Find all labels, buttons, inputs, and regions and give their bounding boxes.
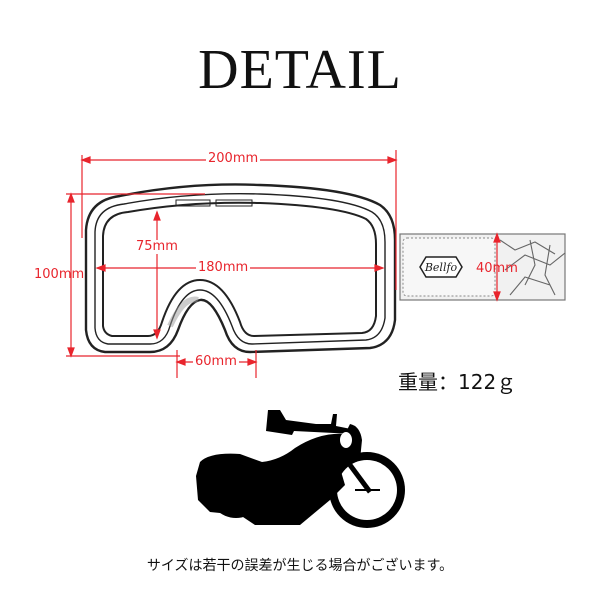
dim-nose-width: 60mm [193, 354, 239, 369]
dim-total-height: 100mm [34, 267, 85, 282]
dim-total-width: 200mm [206, 151, 261, 166]
strap [399, 233, 566, 301]
motorcycle-silhouette [196, 410, 405, 528]
weight-label: 重量：122ｇ [398, 370, 517, 394]
dim-lens-height: 75mm [134, 239, 180, 254]
size-disclaimer: サイズは若干の誤差が生じる場合がございます。 [146, 558, 454, 574]
svg-text:Bellfo: Bellfo [424, 261, 458, 274]
page-title: DETAIL [198, 39, 402, 101]
dim-strap-width: 40mm [476, 261, 518, 276]
brand-logo: Bellfo [419, 256, 463, 278]
goggle-frame [84, 183, 397, 354]
dim-lens-width: 180mm [196, 260, 251, 275]
